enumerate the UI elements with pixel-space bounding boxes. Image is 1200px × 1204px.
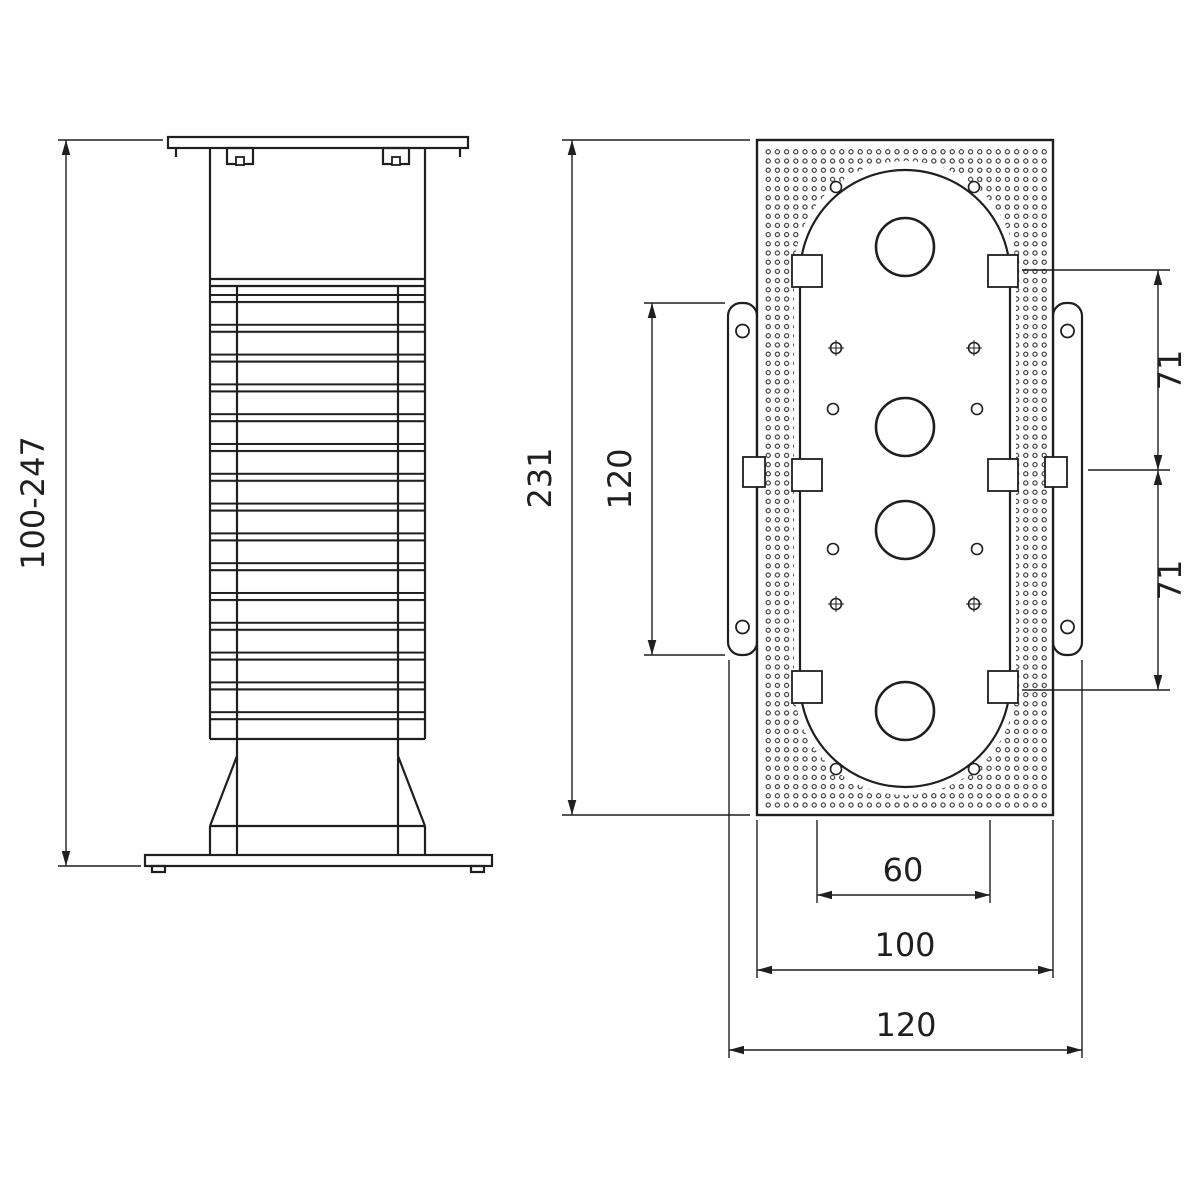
dim-plate-width bbox=[756, 820, 1054, 978]
dim-height bbox=[58, 139, 163, 867]
side-base-foot-right bbox=[469, 864, 486, 874]
top-right-bracket-hole-bottom bbox=[1060, 619, 1075, 635]
dim-label-pitch-lower: 71 bbox=[1151, 560, 1189, 601]
side-gusset-right bbox=[396, 755, 427, 827]
top-perforation-field bbox=[763, 146, 1047, 809]
top-small-hole bbox=[970, 402, 984, 416]
top-screw-cross bbox=[966, 596, 982, 612]
top-large-hole-1 bbox=[874, 216, 936, 278]
top-notch-left-1 bbox=[791, 254, 823, 288]
top-small-hole bbox=[829, 762, 843, 776]
dim-pitch-lower bbox=[1022, 470, 1170, 691]
side-view bbox=[143, 135, 494, 874]
top-notch-left-3 bbox=[791, 670, 823, 704]
top-right-bracket-latch bbox=[1044, 456, 1068, 488]
top-small-hole bbox=[826, 542, 840, 556]
dim-label-height-range: 100-247 bbox=[14, 436, 52, 570]
top-screw-cross bbox=[828, 596, 844, 612]
side-base-plate bbox=[143, 853, 494, 868]
top-screw-cross bbox=[828, 340, 844, 356]
dim-slot-width bbox=[816, 820, 991, 903]
dim-label-plate-width: 100 bbox=[874, 926, 935, 964]
top-left-bracket-latch bbox=[742, 456, 766, 488]
dim-bracket-length bbox=[644, 302, 725, 656]
top-notch-right-3 bbox=[987, 670, 1019, 704]
side-thread-ribs bbox=[211, 292, 424, 739]
top-small-hole bbox=[826, 402, 840, 416]
top-small-hole bbox=[967, 762, 981, 776]
top-large-hole-2 bbox=[874, 396, 936, 458]
side-clip-right-notch bbox=[391, 156, 401, 166]
top-notch-right-1 bbox=[987, 254, 1019, 288]
top-notch-left-2 bbox=[791, 458, 823, 492]
side-gusset-left bbox=[208, 755, 239, 827]
dim-label-overall-width: 120 bbox=[875, 1006, 936, 1044]
dim-label-overall-length: 231 bbox=[521, 447, 559, 508]
top-notch-right-2 bbox=[987, 458, 1019, 492]
top-right-bracket-hole-top bbox=[1060, 323, 1075, 339]
top-small-hole bbox=[967, 180, 981, 194]
top-large-hole-3 bbox=[874, 499, 936, 561]
top-small-hole bbox=[829, 180, 843, 194]
top-screw-cross bbox=[966, 340, 982, 356]
dim-label-pitch-upper: 71 bbox=[1151, 350, 1189, 391]
side-clip-left-notch bbox=[235, 156, 245, 166]
side-base-foot-left bbox=[150, 864, 167, 874]
dim-label-bracket-length: 120 bbox=[601, 448, 639, 509]
top-view bbox=[726, 138, 1084, 817]
dim-overall-width bbox=[728, 660, 1083, 1058]
top-small-hole bbox=[970, 542, 984, 556]
side-top-plate bbox=[166, 135, 470, 150]
top-large-hole-4 bbox=[874, 680, 936, 742]
top-left-bracket-hole-top bbox=[735, 323, 750, 339]
dim-overall-length bbox=[562, 139, 750, 816]
dim-label-slot-width: 60 bbox=[883, 851, 924, 889]
top-left-bracket-hole-bottom bbox=[735, 619, 750, 635]
